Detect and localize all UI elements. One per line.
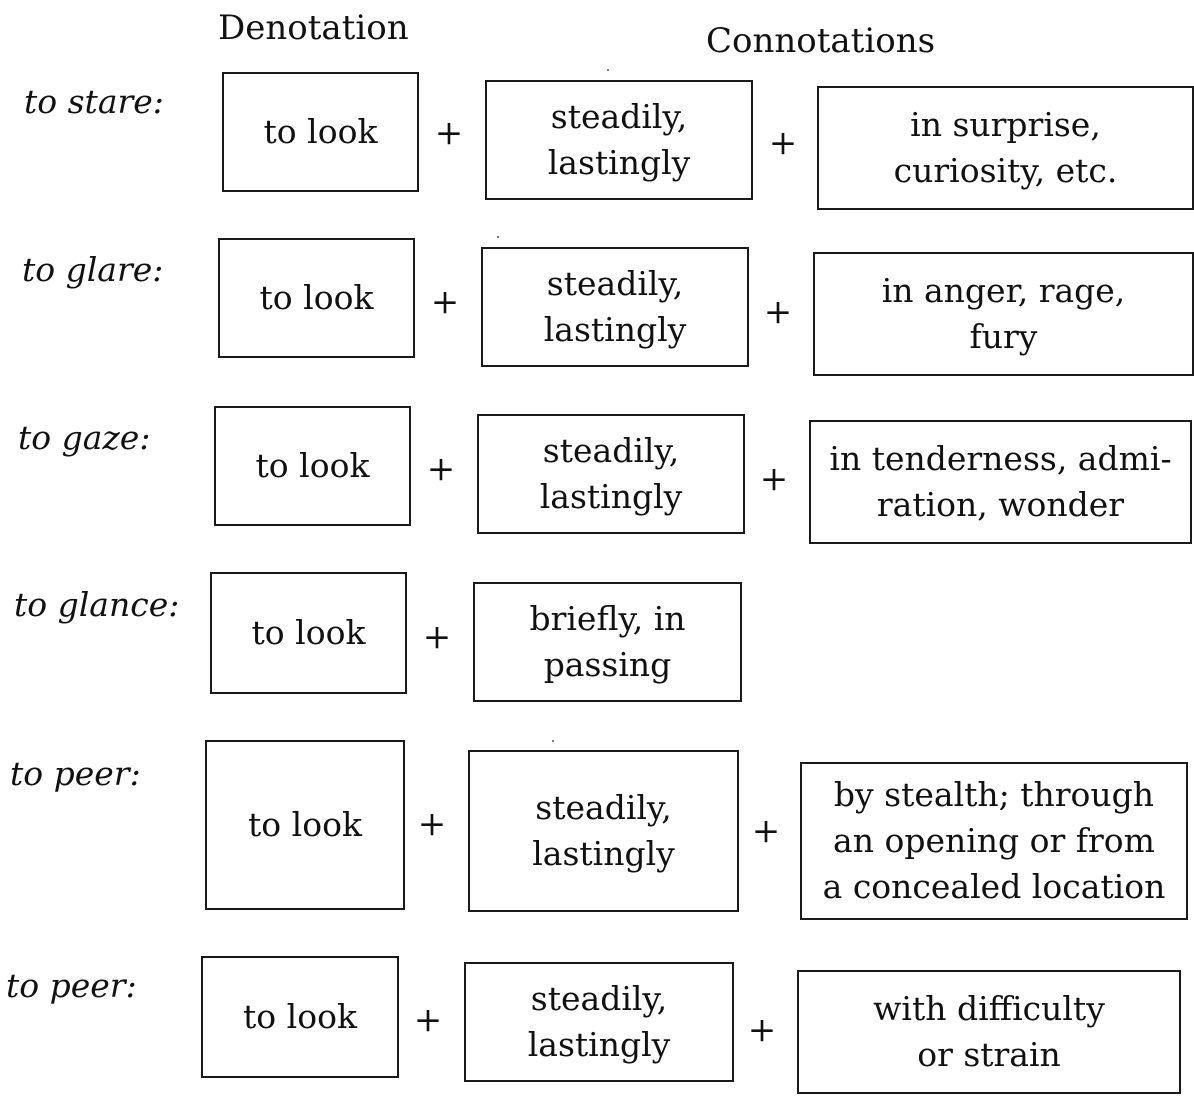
verb-label: to stare:	[24, 82, 164, 121]
connotation-box: in anger, rage, fury	[813, 252, 1194, 376]
denotation-box: to look	[214, 406, 411, 526]
scan-speck	[552, 740, 554, 742]
connotation-box: in surprise, curiosity, etc.	[817, 86, 1194, 210]
denotation-box: to look	[222, 72, 419, 192]
denotation-text: to look	[263, 112, 378, 151]
connotation-text: in tenderness, admi- ration, wonder	[829, 439, 1172, 524]
denotation-box: to look	[205, 740, 405, 910]
connotation-text: steadily, lastingly	[527, 979, 671, 1064]
plus-sign: +	[763, 292, 793, 332]
connotation-box: steadily, lastingly	[477, 414, 745, 534]
verb-label: to glare:	[22, 250, 164, 289]
denotation-text: to look	[251, 613, 366, 652]
connotation-text: with difficulty or strain	[873, 989, 1105, 1074]
connotation-text: steadily, lastingly	[547, 97, 691, 182]
connotation-box: by stealth; through an opening or from a…	[800, 762, 1188, 920]
plus-sign: +	[434, 113, 464, 153]
connotation-box: steadily, lastingly	[468, 750, 739, 912]
connotations-header: Connotations	[706, 21, 936, 61]
plus-sign: +	[759, 459, 789, 499]
denotation-box: to look	[201, 956, 399, 1078]
scan-speck	[607, 69, 609, 71]
connotation-text: in anger, rage, fury	[881, 271, 1126, 356]
connotation-box: steadily, lastingly	[464, 962, 734, 1082]
denotation-text: to look	[255, 446, 370, 485]
connotation-box: in tenderness, admi- ration, wonder	[809, 420, 1192, 544]
plus-sign: +	[422, 617, 452, 657]
connotation-text: briefly, in passing	[529, 599, 686, 684]
plus-sign: +	[768, 123, 798, 163]
connotation-box: steadily, lastingly	[481, 247, 749, 367]
denotation-box: to look	[218, 238, 415, 358]
plus-sign: +	[751, 811, 781, 851]
denotation-header: Denotation	[218, 8, 409, 48]
scan-speck	[497, 236, 499, 238]
denotation-box: to look	[210, 572, 407, 694]
verb-label: to peer:	[6, 966, 137, 1005]
plus-sign: +	[747, 1010, 777, 1050]
plus-sign: +	[413, 1000, 443, 1040]
denotation-text: to look	[248, 805, 362, 844]
connotation-text: in surprise, curiosity, etc.	[893, 105, 1118, 190]
connotation-text: steadily, lastingly	[532, 788, 675, 873]
plus-sign: +	[430, 282, 460, 322]
connotation-box: briefly, in passing	[473, 582, 742, 702]
connotation-text: by stealth; through an opening or from a…	[822, 775, 1166, 906]
verb-label: to peer:	[10, 754, 141, 793]
plus-sign: +	[417, 804, 447, 844]
connotation-text: steadily, lastingly	[543, 264, 687, 349]
verb-label: to gaze:	[18, 418, 151, 457]
denotation-text: to look	[243, 997, 357, 1036]
plus-sign: +	[426, 449, 456, 489]
connotation-text: steadily, lastingly	[539, 431, 683, 516]
denotation-text: to look	[259, 278, 374, 317]
connotation-box: steadily, lastingly	[485, 80, 753, 200]
connotation-box: with difficulty or strain	[797, 970, 1181, 1094]
verb-label: to glance:	[14, 585, 180, 624]
